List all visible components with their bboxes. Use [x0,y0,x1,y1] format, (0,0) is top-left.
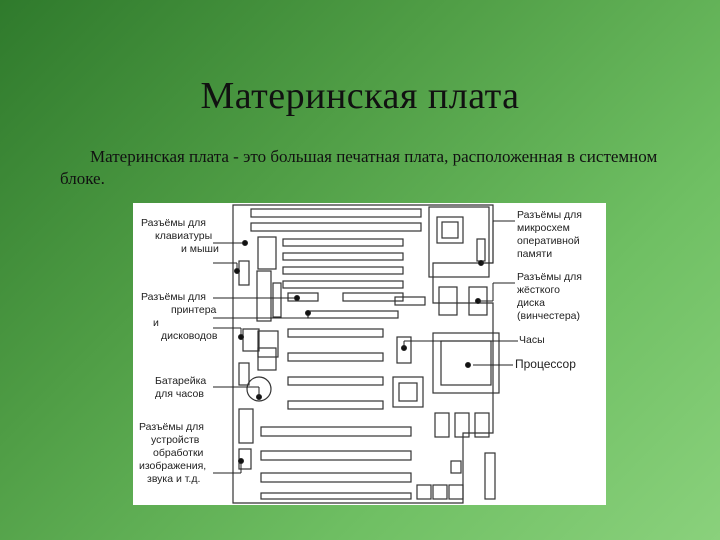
expansion-slot [250,222,422,232]
isa-slot [287,352,384,362]
ram-area [428,206,490,278]
label-keyboard-connectors: Разъёмы для клавиатуры и мыши [141,217,219,255]
label-hdd-connectors: Разъёмы для жёсткого диска (винчестера) [517,271,582,322]
ram-chip-socket [436,216,464,244]
label-clock: Часы [519,334,545,346]
cpu-block [432,332,500,394]
label-printer-connectors: Разъёмы для принтера и дисководов [141,291,218,342]
isa-slot [287,376,384,386]
motherboard-drawing [213,204,518,504]
clock-chip [396,336,412,364]
board-outline [232,204,494,504]
pci-slot [260,492,412,500]
battery [246,376,272,402]
ram-small-chip [476,238,486,262]
keyboard-connector [257,236,277,270]
pci-slot [260,426,412,437]
label-ram-connectors: Разъёмы для микросхем оперативной памяти [517,209,582,260]
label-video-connectors: Разъёмы для устройств обработки изображе… [139,421,207,485]
label-battery: Батарейка для часов [155,375,207,400]
expansion-slot [250,208,422,218]
pci-slot [260,472,412,483]
slide-title: Материнская плата [200,75,520,117]
mouse-connector [238,260,250,286]
printer-connector [256,270,272,322]
motherboard-diagram: Разъёмы для клавиатуры и мыши Разъёмы дл… [133,203,606,505]
isa-slot [287,328,384,338]
bios-chip [392,376,424,408]
label-cpu: Процессор [515,357,576,371]
chipset [257,347,277,371]
disk-connector [272,282,282,318]
isa-slot [287,400,384,410]
slide-body-text: Материнская плата - это большая печатная… [60,147,658,188]
pci-slot [260,450,412,461]
hdd-connector [438,286,458,316]
